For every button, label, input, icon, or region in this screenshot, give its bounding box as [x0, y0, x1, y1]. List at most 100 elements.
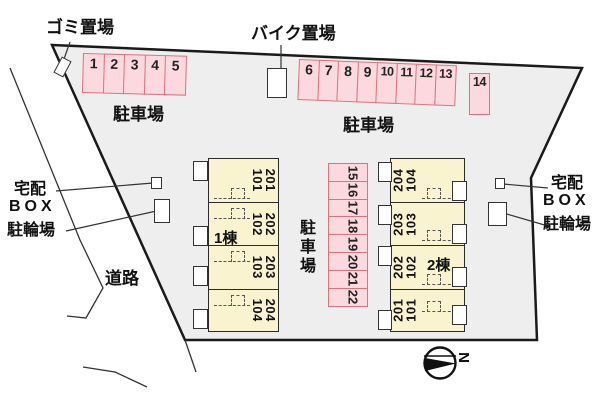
parking-space: 4: [143, 54, 167, 96]
bike-shelter-box: [267, 68, 287, 98]
building-unit: 201 101: [209, 159, 278, 202]
parking-row-1-5: 1 2 3 4 5: [81, 53, 187, 96]
building-unit: 202 102 2棟: [391, 245, 464, 288]
parking-lot-label-right: 駐車場: [343, 116, 394, 135]
delivery-box-right-label-line1: 宅配: [551, 175, 584, 192]
bicycle-parking-left-label: 駐輪場: [7, 222, 56, 239]
parking-space: 5: [163, 55, 187, 96]
building-1: 201 101 202 102 1棟 203 103 204 104: [208, 158, 279, 332]
entrance-dashed: [214, 294, 250, 306]
parking-lot-label-center: 駐車場: [297, 219, 314, 276]
bicycle-parking-left-box: [154, 199, 170, 223]
entrance-dashed: [422, 273, 456, 286]
bicycle-right-leader-line: [499, 211, 549, 227]
boundary-extension-line: [184, 339, 197, 373]
unit-numbers: 202 102: [249, 203, 279, 245]
parking-space: 19: [328, 234, 368, 254]
entrance-notch: [452, 224, 467, 244]
building-unit: 203 103: [391, 202, 464, 245]
road-label: 道路: [105, 269, 139, 288]
unit-upper-number: 203: [263, 255, 279, 280]
parking-space: 15: [328, 163, 368, 183]
parking-space: 3: [122, 54, 146, 95]
entrance-dashed: [422, 300, 456, 312]
unit-upper-number: 204: [263, 299, 279, 323]
parking-space: 22: [328, 287, 368, 307]
entrance-dashed: [422, 187, 456, 199]
unit-numbers: 203 103: [249, 246, 279, 288]
porch: [193, 226, 208, 246]
parking-lot-label-left: 駐車場: [113, 105, 164, 124]
bicycle-parking-right-box: [488, 202, 507, 226]
unit-lower-number: 102: [403, 255, 419, 280]
garbage-area-label: ゴミ置場: [46, 18, 114, 37]
unit-lower-number: 102: [249, 212, 265, 236]
parking-space: 21: [328, 269, 368, 290]
unit-upper-number: 201: [263, 168, 279, 193]
unit-lower-number: 103: [403, 212, 419, 236]
unit-numbers: 201 101: [249, 159, 279, 202]
entrance-dashed: [214, 207, 250, 220]
parking-space-number: 18: [345, 218, 361, 234]
parking-space-number: 22: [345, 289, 361, 305]
road-edge-line: [9, 67, 104, 319]
north-label: N: [454, 352, 472, 363]
bike-area-label: バイク置場: [251, 24, 336, 43]
unit-numbers: 201 101: [390, 290, 420, 332]
delivery-box-left-label-line1: 宅配: [14, 181, 47, 198]
entrance-notch: [452, 305, 467, 325]
parking-space: 13: [433, 64, 457, 107]
porch: [193, 266, 208, 286]
unit-lower-number: 103: [249, 255, 265, 280]
parking-space-14: 14: [469, 73, 490, 115]
entrance-notch: [452, 181, 467, 201]
parking-space-number: 15: [345, 165, 361, 180]
delivery-box-right-label-line2: BOX: [543, 192, 590, 209]
road-curve-line: [82, 366, 148, 388]
unit-upper-number: 202: [263, 212, 279, 236]
porch: [378, 162, 392, 182]
parking-space: 20: [328, 251, 368, 272]
parking-space-number: 17: [345, 201, 361, 216]
building-1-name: 1棟: [214, 230, 238, 248]
parking-space: 18: [328, 216, 368, 236]
building-2-name: 2棟: [427, 257, 451, 275]
entrance-dashed: [214, 187, 250, 199]
delivery-right-leader-line: [502, 183, 549, 189]
unit-numbers: 202 102: [390, 246, 420, 288]
unit-lower-number: 104: [249, 299, 265, 323]
parking-space: 17: [328, 198, 368, 218]
porch: [378, 246, 392, 266]
unit-lower-number: 104: [403, 168, 419, 193]
building-unit: 202 102 1棟: [209, 202, 279, 248]
bicycle-parking-right-label: 駐輪場: [543, 216, 592, 233]
building-unit: 204 104: [391, 159, 464, 202]
porch: [378, 310, 392, 330]
parking-space-number: 16: [345, 183, 361, 198]
building-unit: 204 104: [209, 288, 279, 332]
parking-space: 2: [102, 53, 126, 95]
delivery-left-leader-line: [55, 182, 154, 192]
delivery-box-left-label-line2: BOX: [9, 198, 56, 215]
parking-space-number: 19: [345, 236, 361, 252]
unit-numbers: 204 104: [390, 159, 420, 202]
porch: [193, 161, 208, 181]
bicycle-left-leader-line: [65, 209, 162, 232]
entrance-dashed: [214, 250, 250, 263]
unit-numbers: 203 103: [390, 203, 420, 245]
building-unit: 201 101: [390, 288, 464, 332]
parking-space: 1: [81, 53, 105, 94]
porch: [193, 309, 208, 329]
porch: [378, 205, 392, 225]
north-arrow-icon: [423, 346, 457, 380]
parking-space: 14: [469, 73, 490, 115]
unit-lower-number: 101: [249, 168, 265, 193]
parking-space-number: 21: [345, 272, 361, 287]
delivery-box-right: [495, 178, 505, 189]
entrance-dashed: [422, 229, 456, 242]
entrance-notch: [452, 267, 467, 287]
parking-space: 16: [328, 180, 368, 201]
unit-numbers: 204 104: [249, 290, 279, 332]
parking-row-6-13: 6 7 8 9 10 11 12 13: [297, 59, 457, 107]
